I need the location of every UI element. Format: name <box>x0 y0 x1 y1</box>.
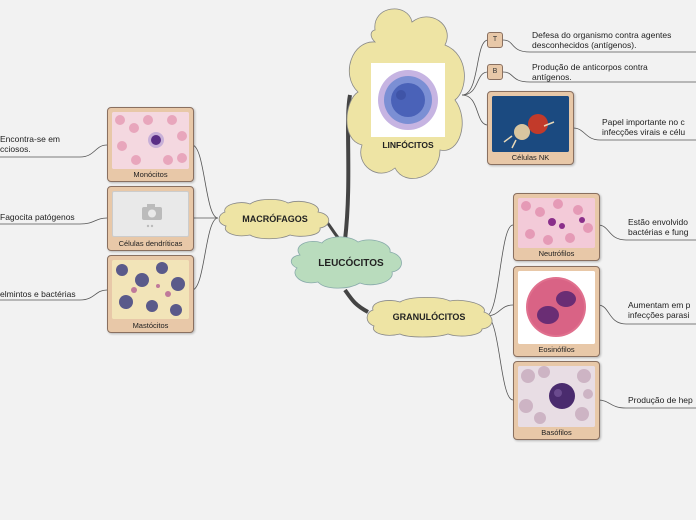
neutrofilos-caption: Neutrófilos <box>538 249 575 258</box>
linfocitos-label: LINFÓCITOS <box>382 140 434 150</box>
badge-t[interactable]: T <box>487 32 503 48</box>
card-neutrofilos[interactable]: Neutrófilos <box>513 193 600 261</box>
leucocitos-cloud[interactable] <box>290 236 402 289</box>
badge-b[interactable]: B <box>487 64 503 80</box>
macrofagos-cloud[interactable] <box>218 198 330 240</box>
card-mastocitos[interactable]: Mastócitos <box>107 255 194 333</box>
basofilos-image <box>518 366 595 427</box>
dendriticas-note: Fagocita patógenos <box>0 212 75 222</box>
eosinofilos-image <box>518 271 595 344</box>
dendriticas-caption: Células dendríticas <box>118 239 183 248</box>
basofilos-note: Produção de hep <box>628 395 693 405</box>
nk-caption: Células NK <box>511 153 550 162</box>
camera-icon <box>142 204 162 228</box>
card-basofilos[interactable]: Basófilos <box>513 361 600 440</box>
basofilos-caption: Basófilos <box>541 428 572 437</box>
card-monocitos[interactable]: Monócitos <box>107 107 194 182</box>
card-dendriticas[interactable]: Células dendríticas <box>107 186 194 251</box>
mastocitos-note: elmintos e bactérias <box>0 289 76 299</box>
card-nk[interactable]: Células NK <box>487 91 574 165</box>
mastocitos-caption: Mastócitos <box>132 321 169 330</box>
mastocitos-image <box>112 260 189 319</box>
eosinofilos-caption: Eosinófilos <box>538 345 575 354</box>
macrofagos-label: MACRÓFAGOS <box>242 214 308 224</box>
monocitos-image <box>112 112 189 169</box>
nk-image <box>492 96 569 152</box>
granulocitos-cloud[interactable] <box>366 296 493 338</box>
granulocitos-label: GRANULÓCITOS <box>392 312 466 322</box>
monocitos-caption: Monócitos <box>133 170 168 179</box>
linfocito-image <box>371 63 445 137</box>
center-label: LEUCÓCITOS <box>318 258 384 269</box>
dendriticas-image-placeholder <box>112 191 189 237</box>
neutrofilos-image <box>518 198 595 248</box>
card-eosinofilos[interactable]: Eosinófilos <box>513 266 600 357</box>
